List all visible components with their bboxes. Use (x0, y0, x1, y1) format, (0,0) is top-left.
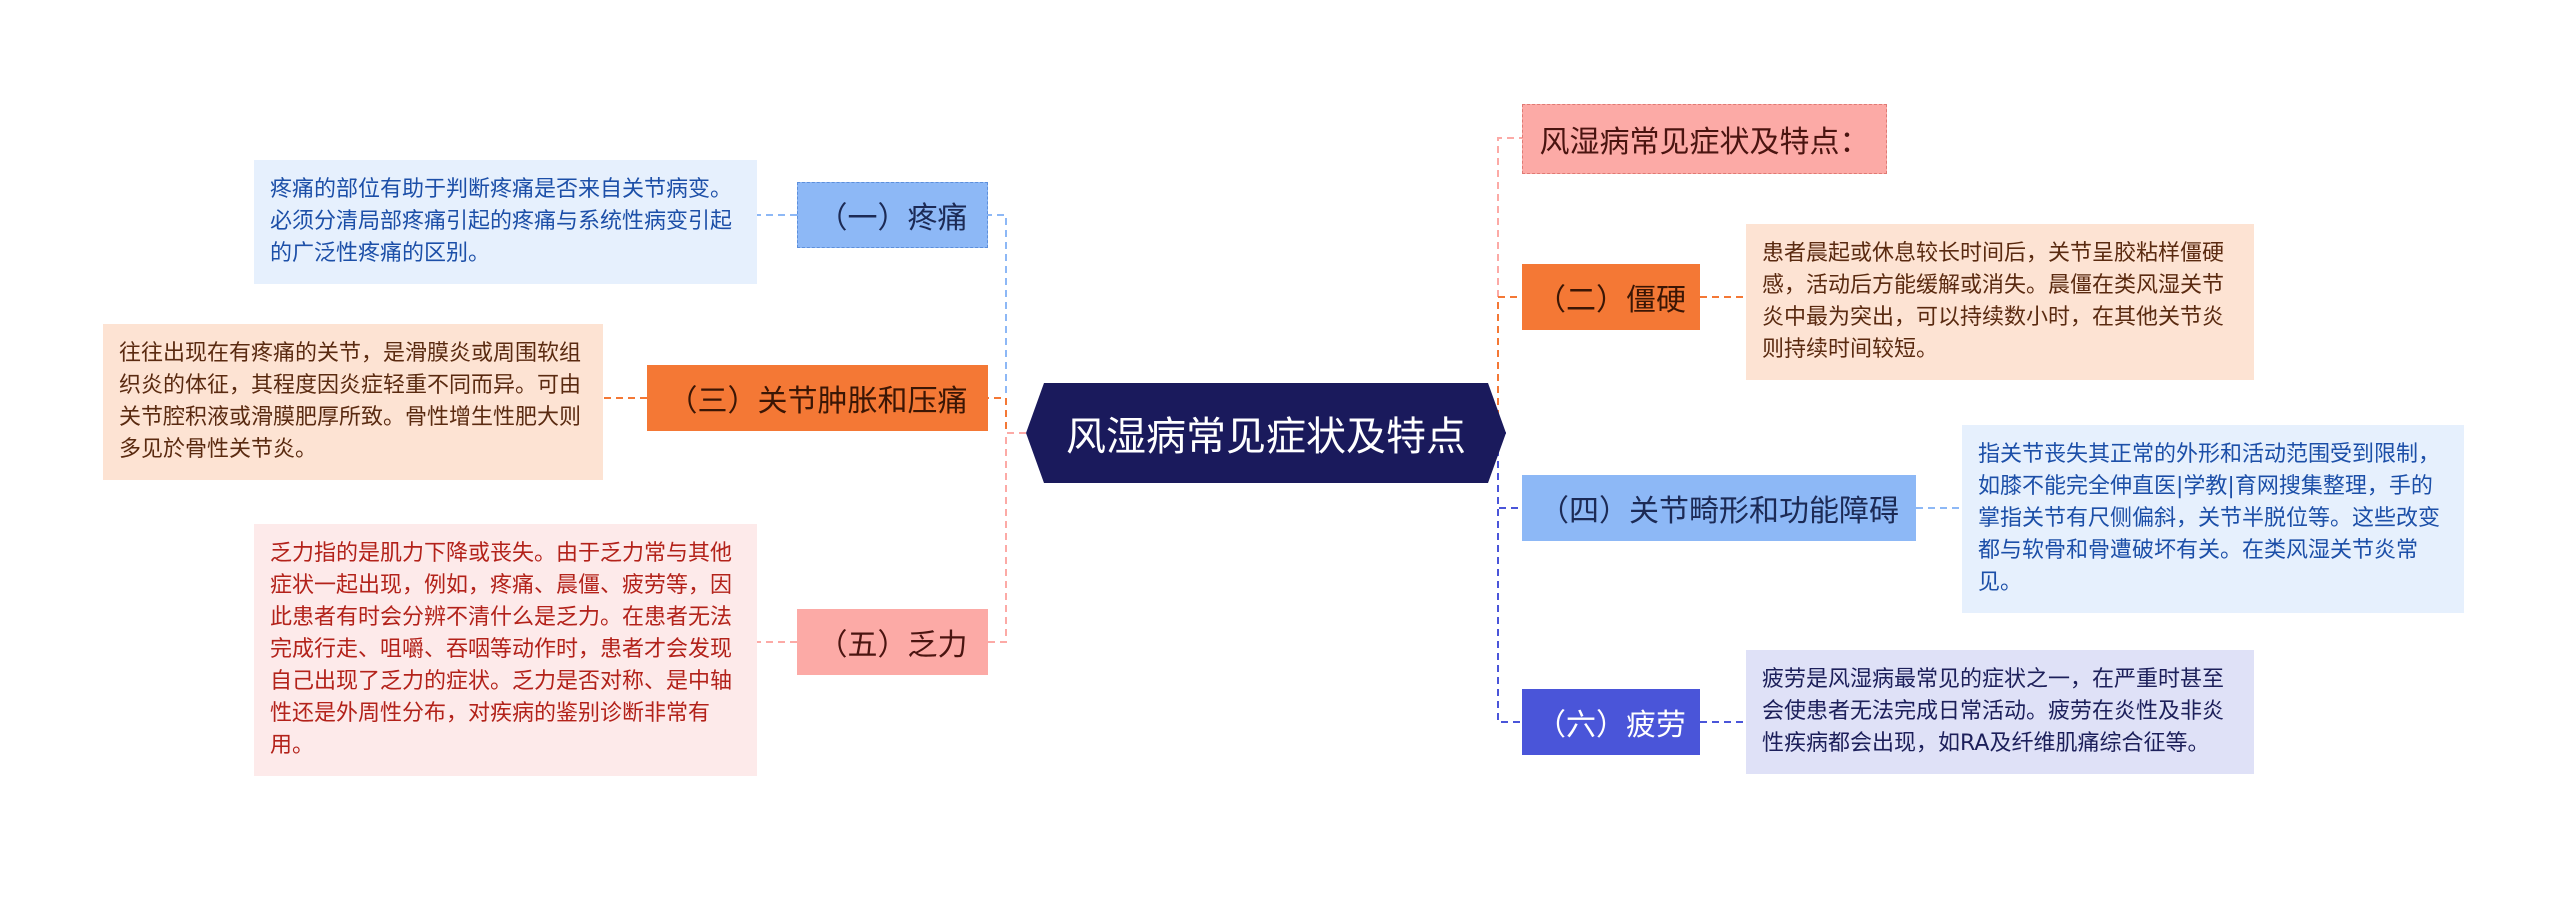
branch-header[interactable]: 风湿病常见症状及特点： (1522, 104, 1887, 174)
note-stiffness-text: 患者晨起或休息较长时间后，关节呈胶粘样僵硬感，活动后方能缓解或消失。晨僵在类风湿… (1762, 241, 2225, 362)
branch-deformity[interactable]: （四）关节畸形和功能障碍 (1522, 475, 1916, 541)
branch-deformity-label: （四）关节畸形和功能障碍 (1539, 494, 1899, 529)
central-topic[interactable]: 风湿病常见症状及特点 (1026, 383, 1506, 483)
branch-swelling-label: （三）关节肿胀和压痛 (667, 384, 968, 419)
branch-fatigue-label: （六）疲劳 (1536, 708, 1686, 743)
branch-pain-label: （一）疼痛 (817, 201, 968, 236)
branch-stiffness[interactable]: （二）僵硬 (1522, 264, 1700, 330)
branch-header-label: 风湿病常见症状及特点： (1539, 125, 1870, 160)
branch-fatigue[interactable]: （六）疲劳 (1522, 689, 1700, 755)
note-swelling-text: 往往出现在有疼痛的关节，是滑膜炎或周围软组织炎的体征，其程度因炎症轻重不同而异。… (119, 341, 582, 462)
note-pain[interactable]: 疼痛的部位有助于判断疼痛是否来自关节病变。必须分清局部疼痛引起的疼痛与系统性病变… (254, 160, 757, 284)
note-weakness-text: 乏力指的是肌力下降或丧失。由于乏力常与其他症状一起出现，例如，疼痛、晨僵、疲劳等… (270, 541, 733, 758)
branch-weakness[interactable]: （五）乏力 (797, 609, 988, 675)
note-pain-text: 疼痛的部位有助于判断疼痛是否来自关节病变。必须分清局部疼痛引起的疼痛与系统性病变… (270, 177, 733, 266)
branch-stiffness-label: （二）僵硬 (1536, 283, 1686, 318)
note-weakness[interactable]: 乏力指的是肌力下降或丧失。由于乏力常与其他症状一起出现，例如，疼痛、晨僵、疲劳等… (254, 524, 757, 776)
branch-swelling[interactable]: （三）关节肿胀和压痛 (647, 365, 988, 431)
link-center-pain (988, 214, 1026, 434)
note-stiffness[interactable]: 患者晨起或休息较长时间后，关节呈胶粘样僵硬感，活动后方能缓解或消失。晨僵在类风湿… (1746, 224, 2254, 380)
central-topic-shape (1026, 383, 1506, 483)
branch-weakness-label: （五）乏力 (817, 628, 968, 663)
note-deformity[interactable]: 指关节丧失其正常的外形和活动范围受到限制，如膝不能完全伸直医|学教|育网搜集整理… (1962, 425, 2464, 613)
link-center-swelling (988, 397, 1026, 434)
note-fatigue[interactable]: 疲劳是风湿病最常见的症状之一，在严重时甚至会使患者无法完成日常活动。疲劳在炎性及… (1746, 650, 2254, 774)
central-topic-title: 风湿病常见症状及特点 (1066, 414, 1466, 460)
note-deformity-text: 指关节丧失其正常的外形和活动范围受到限制，如膝不能完全伸直医|学教|育网搜集整理… (1978, 442, 2441, 595)
branch-pain[interactable]: （一）疼痛 (797, 182, 988, 248)
note-swelling[interactable]: 往往出现在有疼痛的关节，是滑膜炎或周围软组织炎的体征，其程度因炎症轻重不同而异。… (103, 324, 603, 480)
note-fatigue-text: 疲劳是风湿病最常见的症状之一，在严重时甚至会使患者无法完成日常活动。疲劳在炎性及… (1762, 667, 2225, 756)
link-center-weakness (988, 432, 1026, 643)
